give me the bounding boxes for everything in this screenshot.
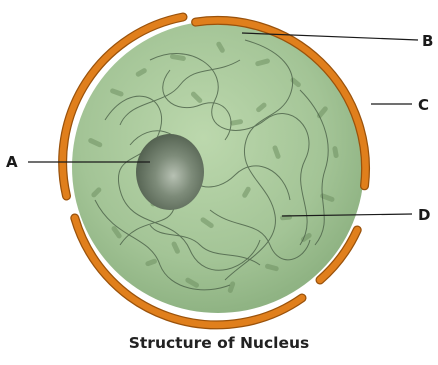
nucleolus	[136, 134, 204, 210]
diagram-caption: Structure of Nucleus	[0, 334, 438, 352]
label-b: B	[422, 32, 433, 50]
label-a: A	[6, 153, 18, 171]
label-d: D	[418, 206, 430, 224]
label-c: C	[418, 96, 429, 114]
